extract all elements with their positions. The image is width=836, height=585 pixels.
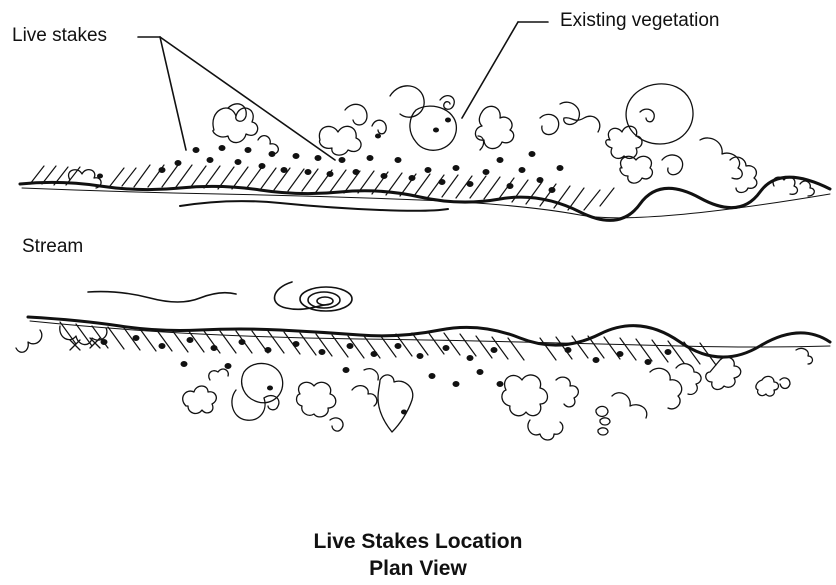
stream-current-upper xyxy=(180,201,448,211)
lower-bank-line xyxy=(28,317,830,357)
stream-label: Stream xyxy=(22,236,83,258)
live-stakes-leader-lines xyxy=(138,37,335,160)
caption-title: Live Stakes Location xyxy=(0,530,836,554)
upper-live-stakes xyxy=(97,118,564,194)
stream-ripples xyxy=(88,282,352,311)
live-stakes-label: Live stakes xyxy=(12,25,107,47)
caption-subtitle: Plan View xyxy=(0,557,836,581)
existing-vegetation-label: Existing vegetation xyxy=(560,10,720,32)
upper-bank-line xyxy=(20,177,830,220)
vegetation-leader-line xyxy=(462,22,548,118)
